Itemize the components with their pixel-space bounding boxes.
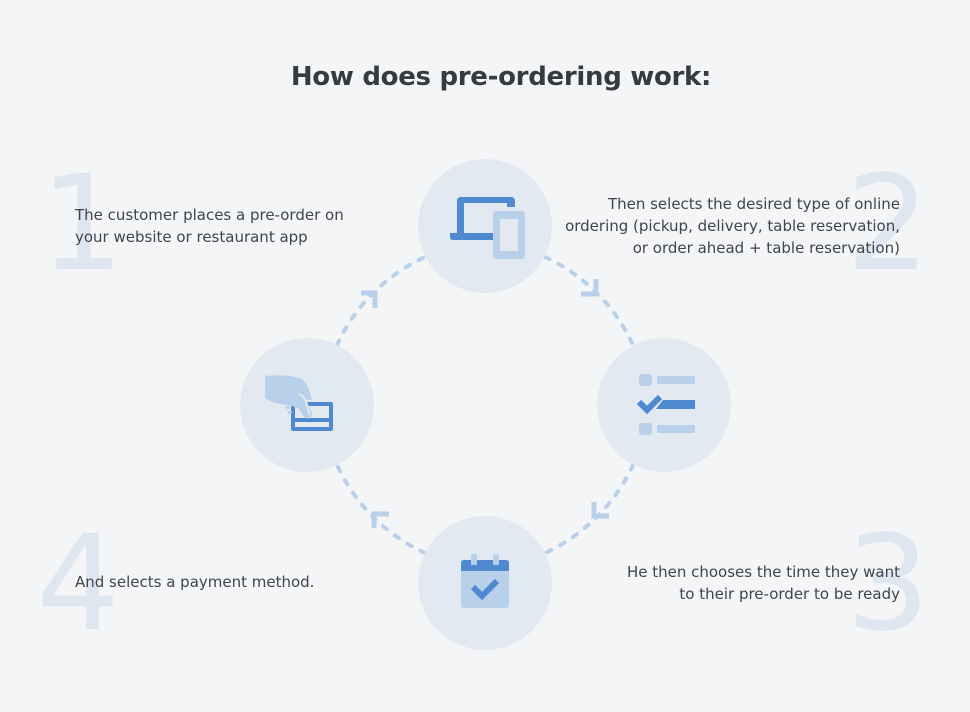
step-3-line-2: to their pre-order to be ready xyxy=(679,585,900,603)
page-title: How does pre-ordering work: xyxy=(290,62,712,92)
step-2-circle xyxy=(597,338,731,472)
devices-icon xyxy=(450,197,525,259)
step-1-line-1: The customer places a pre-order on xyxy=(75,206,344,224)
step-3-line-1: He then chooses the time they want xyxy=(626,563,900,581)
arrow-top-to-right-icon xyxy=(581,279,599,297)
calendar-check-icon xyxy=(461,554,509,608)
step-number-2: 2 xyxy=(846,147,930,301)
arrow-bottom-to-left-icon xyxy=(371,511,389,528)
step-4-line-1: And selects a payment method. xyxy=(75,573,315,591)
step-number-1: 1 xyxy=(40,147,124,301)
step-number-4: 4 xyxy=(36,507,120,661)
step-1-line-2: your website or restaurant app xyxy=(75,228,308,246)
arc-top-right xyxy=(543,255,635,347)
arrow-left-to-top-icon xyxy=(361,290,378,308)
arc-left-top xyxy=(335,255,427,347)
step-1-description: The customer places a pre-order on your … xyxy=(75,204,395,248)
hand-card-payment-icon xyxy=(265,375,333,431)
step-3-circle xyxy=(418,516,552,650)
step-4-circle xyxy=(240,338,374,472)
step-2-line-1: Then selects the desired type of online xyxy=(607,195,900,213)
checklist-icon xyxy=(636,374,695,435)
step-1-circle xyxy=(418,159,552,293)
step-number-3: 3 xyxy=(846,507,930,661)
step-2-line-2: ordering (pickup, delivery, table reserv… xyxy=(565,217,900,235)
step-4-description: And selects a payment method. xyxy=(75,571,395,593)
step-2-description: Then selects the desired type of online … xyxy=(520,193,900,259)
step-2-line-3: or order ahead + table reservation) xyxy=(632,239,900,257)
arrow-right-to-bottom-icon xyxy=(591,502,609,519)
arc-right-bottom xyxy=(543,463,635,555)
step-3-description: He then chooses the time they want to th… xyxy=(560,561,900,605)
arc-bottom-left xyxy=(335,463,427,555)
